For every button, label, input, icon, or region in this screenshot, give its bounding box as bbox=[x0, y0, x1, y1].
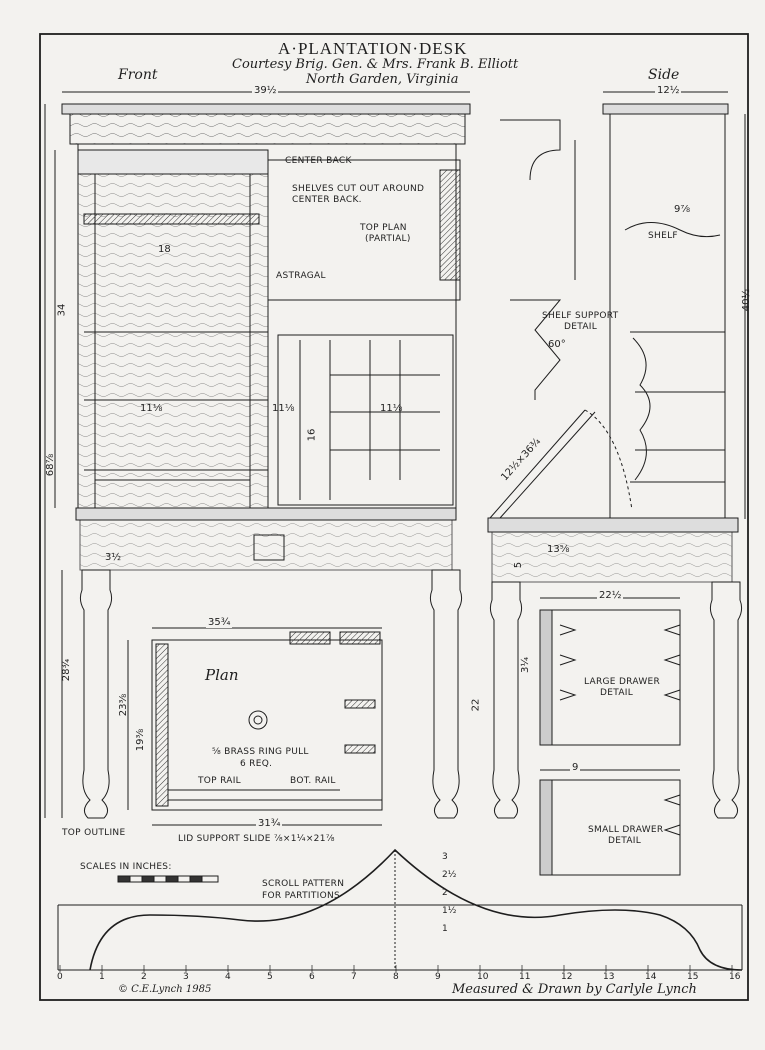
label-astragal: ASTRAGAL bbox=[276, 271, 326, 281]
label-scroll-pattern: SCROLL PATTERN bbox=[262, 879, 345, 889]
side-view-label: Side bbox=[648, 67, 680, 83]
dim-side-height: 40½ bbox=[741, 288, 753, 312]
dim-18: 18 bbox=[158, 244, 171, 255]
scale-tick-15: 15 bbox=[687, 972, 699, 982]
label-small-drawer-detail: DETAIL bbox=[608, 836, 642, 846]
label-six-req: 6 REQ. bbox=[240, 759, 273, 769]
scroll-curve bbox=[89, 848, 743, 971]
label-large-drawer: LARGE DRAWER bbox=[584, 677, 661, 687]
scroll-vtick-0: 1 bbox=[442, 924, 448, 934]
scale-tick-7: 7 bbox=[351, 972, 357, 982]
scale-tick-2: 2 bbox=[141, 972, 147, 982]
dim-11a: 11⅛ bbox=[140, 403, 163, 414]
dim-5: 5 bbox=[513, 561, 525, 569]
scale-tick-12: 12 bbox=[561, 972, 573, 982]
label-scroll-partitions: FOR PARTITIONS bbox=[262, 891, 341, 901]
front-right-leg bbox=[429, 569, 463, 819]
front-view-label: Front bbox=[118, 67, 158, 83]
dim-plan-width2: 31¾ bbox=[256, 818, 283, 829]
dim-front-width: 39½ bbox=[252, 85, 279, 96]
scale-tick-16: 16 bbox=[729, 972, 741, 982]
courtesy-line: Courtesy Brig. Gen. & Mrs. Frank B. Elli… bbox=[232, 57, 519, 72]
sheet-border bbox=[39, 33, 749, 1001]
copyright: © C.E.Lynch 1985 bbox=[118, 984, 212, 995]
label-shelf: SHELF bbox=[648, 231, 678, 241]
scale-tick-13: 13 bbox=[603, 972, 615, 982]
scroll-vtick-4: 3 bbox=[442, 852, 448, 862]
label-large-drawer-detail: DETAIL bbox=[600, 688, 634, 698]
scroll-vtick-1: 1½ bbox=[442, 906, 457, 916]
label-shelf-support-detail: DETAIL bbox=[564, 322, 598, 332]
label-top-rail: TOP RAIL bbox=[198, 776, 241, 786]
side-upper-case bbox=[609, 113, 726, 520]
label-partial: (PARTIAL) bbox=[365, 234, 411, 244]
dim-upper-height: 34 bbox=[56, 303, 68, 317]
dim-drawer-width: 22½ bbox=[597, 590, 624, 601]
dim-11b: 11⅛ bbox=[272, 403, 295, 414]
dim-leg-height: 28¾ bbox=[61, 658, 73, 682]
front-left-leg bbox=[79, 569, 113, 819]
label-top-plan: TOP PLAN bbox=[360, 223, 407, 233]
scale-tick-5: 5 bbox=[267, 972, 273, 982]
scale-tick-3: 3 bbox=[183, 972, 189, 982]
scale-tick-6: 6 bbox=[309, 972, 315, 982]
location-line: North Garden, Virginia bbox=[306, 72, 459, 87]
scale-tick-4: 4 bbox=[225, 972, 231, 982]
label-shelf-support: SHELF SUPPORT bbox=[542, 311, 619, 321]
label-small-drawer: SMALL DRAWER bbox=[588, 825, 664, 835]
dim-22: 22 bbox=[470, 698, 482, 712]
scale-tick-9: 9 bbox=[435, 972, 441, 982]
scale-tick-8: 8 bbox=[393, 972, 399, 982]
scale-tick-0: 0 bbox=[57, 972, 63, 982]
front-lid bbox=[75, 507, 457, 521]
scale-tick-11: 11 bbox=[519, 972, 531, 982]
dim-11c: 11⅛ bbox=[380, 403, 403, 414]
label-lid-support: LID SUPPORT SLIDE ⅞×1¼×21⅞ bbox=[178, 834, 335, 844]
dim-total-height: 68⅞ bbox=[45, 453, 57, 477]
dim-plan-depth: 23⅜ bbox=[118, 693, 130, 717]
label-bot-rail: BOT. RAIL bbox=[290, 776, 336, 786]
dim-plan-width: 35¾ bbox=[206, 617, 233, 628]
page-title: A·PLANTATION·DESK bbox=[278, 39, 468, 58]
label-center-back: CENTER BACK bbox=[285, 156, 352, 166]
plan-outline bbox=[151, 639, 383, 811]
label-plan: Plan bbox=[205, 666, 239, 684]
scroll-vtick-3: 2½ bbox=[442, 870, 457, 880]
scale-tick-14: 14 bbox=[645, 972, 657, 982]
label-scales: SCALES IN INCHES: bbox=[80, 862, 172, 872]
label-brass-ring: ⅝ BRASS RING PULL bbox=[212, 747, 309, 757]
dim-plan-depth2: 19⅜ bbox=[135, 728, 147, 752]
label-shelves-cut-2: CENTER BACK. bbox=[292, 195, 362, 205]
dim-drawer-height: 3¼ bbox=[520, 656, 532, 674]
dim-side-width: 12½ bbox=[655, 85, 682, 96]
credit-line: Measured & Drawn by Carlyle Lynch bbox=[452, 982, 697, 997]
scroll-vtick-2: 2 bbox=[442, 888, 448, 898]
dim-16: 16 bbox=[306, 428, 318, 442]
dim-35: 3½ bbox=[105, 552, 122, 563]
dim-small-width: 9 bbox=[570, 762, 581, 773]
dim-angle: 60° bbox=[548, 339, 566, 350]
label-shelves-cut: SHELVES CUT OUT AROUND bbox=[292, 184, 425, 194]
front-cornice bbox=[61, 103, 471, 115]
dim-13: 13⅝ bbox=[547, 544, 570, 555]
label-top-outline: TOP OUTLINE bbox=[62, 828, 126, 838]
scale-tick-10: 10 bbox=[477, 972, 489, 982]
scale-tick-1: 1 bbox=[99, 972, 105, 982]
dim-shelf-width: 9⅞ bbox=[674, 204, 691, 215]
